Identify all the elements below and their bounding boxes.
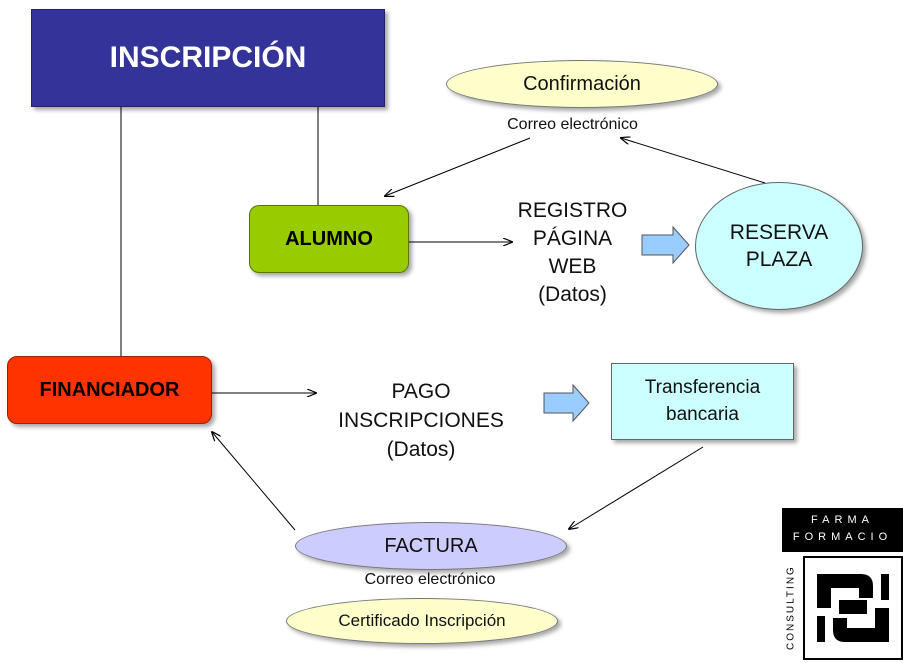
arrow-factura-financiador xyxy=(212,432,296,531)
certificado-label: Certificado Inscripción xyxy=(338,611,506,630)
title-text: INSCRIPCIÓN xyxy=(109,41,307,74)
reserva-line-1: RESERVA xyxy=(729,221,829,244)
logo-line-1: FARMA xyxy=(811,514,874,526)
confirmacion-node: Confirmación xyxy=(446,60,718,108)
factura-node: FACTURA xyxy=(295,522,567,570)
financiador-node: FINANCIADOR xyxy=(7,356,212,424)
financiador-label: FINANCIADOR xyxy=(39,378,180,401)
confirmacion-label: Confirmación xyxy=(523,72,641,95)
logo-mark-icon xyxy=(803,556,903,660)
certificado-node: Certificado Inscripción xyxy=(286,598,558,644)
reserva-node: RESERVA PLAZA xyxy=(695,182,863,310)
arrow-reserva-correo xyxy=(621,138,766,184)
alumno-label: ALUMNO xyxy=(285,227,373,250)
arrow-correo-alumno xyxy=(385,137,531,196)
transferencia-node: Transferencia bancaria xyxy=(611,363,794,440)
transferencia-line-1: Transferencia xyxy=(644,377,761,398)
arrow-transferencia-factura xyxy=(569,446,704,529)
pago-line-3: (Datos) xyxy=(386,438,456,461)
registro-line-1: REGISTRO xyxy=(517,199,628,222)
registro-line-3: WEB xyxy=(548,255,597,278)
pago-line-1: PAGO xyxy=(391,380,451,403)
reserva-line-2: PLAZA xyxy=(745,248,813,271)
factura-label: FACTURA xyxy=(384,534,478,557)
block-arrow-registro-reserva xyxy=(641,225,690,265)
block-arrow-pago-transferencia xyxy=(543,383,590,423)
logo-line-2: FORMACIO xyxy=(792,531,893,543)
transferencia-line-2: bancaria xyxy=(666,404,739,425)
correo-top-label: Correo electrónico xyxy=(507,116,638,133)
pago-line-2: INSCRIPCIONES xyxy=(338,409,504,432)
correo-bottom-label: Correo electrónico xyxy=(364,571,496,588)
alumno-node: ALUMNO xyxy=(249,205,409,273)
pago-label: PAGO INSCRIPCIONES (Datos) xyxy=(310,377,532,464)
registro-line-2: PÁGINA xyxy=(532,227,613,250)
registro-line-4: (Datos) xyxy=(538,283,607,306)
logo-side-text: CONSULTING xyxy=(785,565,797,651)
title-box: INSCRIPCIÓN xyxy=(31,9,385,107)
registro-label: REGISTRO PÁGINA WEB (Datos) xyxy=(490,197,655,309)
logo-banner: FARMA FORMACIO xyxy=(782,508,903,552)
